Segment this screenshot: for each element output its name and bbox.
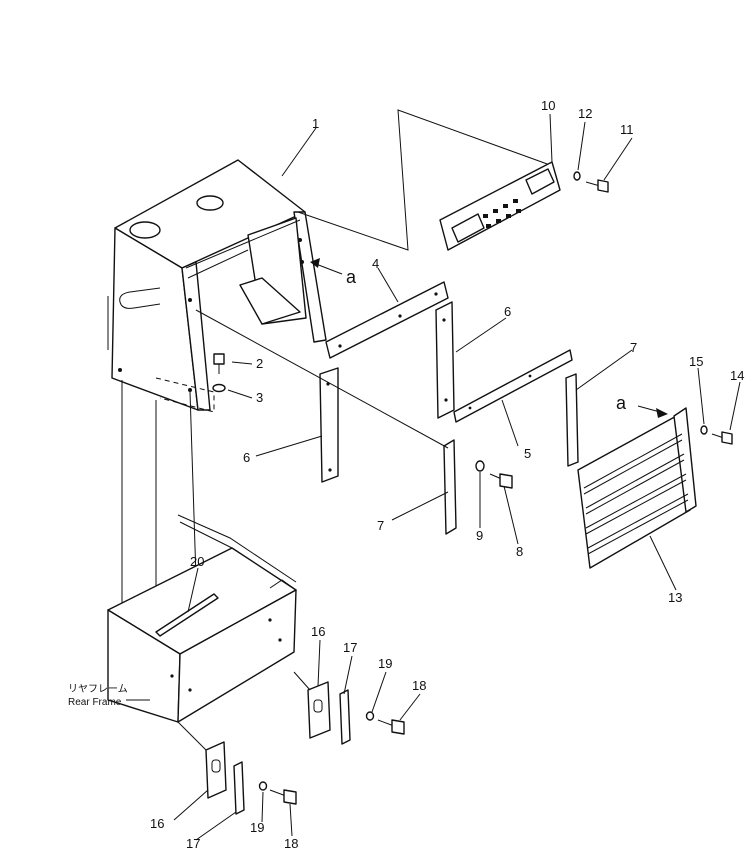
rear-frame	[107, 514, 297, 723]
part-16-slot-lower	[211, 759, 221, 773]
part-16-slot-upper	[313, 699, 323, 713]
callout-3: 3	[256, 390, 263, 405]
callout-19-upper: 19	[378, 656, 392, 671]
part-20-bar	[155, 593, 219, 637]
part-17-bracket-upper	[339, 689, 351, 745]
callout-17-upper: 17	[343, 640, 357, 655]
part-16-plate-upper	[307, 681, 331, 739]
bolt-14	[711, 431, 733, 445]
callout-11: 11	[620, 122, 634, 137]
callout-13: 13	[668, 590, 682, 605]
view-label-a-upper: a	[346, 267, 357, 287]
part-6-strip-left	[319, 367, 339, 483]
leader-lines	[173, 113, 741, 841]
view-arrow-a-upper	[310, 258, 343, 275]
callout-7-right: 7	[630, 340, 637, 355]
callout-16-lower: 16	[150, 816, 164, 831]
frame-label-jp: リヤフレーム	[68, 683, 128, 695]
hidden-line-bracket	[155, 377, 215, 413]
callout-6-right: 6	[504, 304, 511, 319]
part-16-plate-lower	[205, 741, 227, 799]
frame-label-en: Rear Frame	[68, 697, 122, 708]
guide-line-upper-set	[293, 671, 311, 691]
part-6-strip-right	[435, 301, 455, 419]
washer-9	[475, 460, 485, 472]
bolt-18-lower	[269, 789, 297, 805]
view-label-a-right: a	[616, 393, 627, 413]
guide-line-lower-set	[177, 721, 207, 751]
callout-19-lower: 19	[250, 820, 264, 835]
callout-2: 2	[256, 356, 263, 371]
washer-3	[212, 383, 226, 393]
bolt-11	[585, 179, 609, 193]
part-5-strip	[453, 349, 573, 423]
callout-5: 5	[524, 446, 531, 461]
assembly-line	[195, 309, 449, 449]
callout-18-lower: 18	[284, 836, 298, 851]
callout-4: 4	[372, 256, 379, 271]
washer-15	[700, 425, 708, 435]
callout-16-upper: 16	[311, 624, 325, 639]
callout-7-left: 7	[377, 518, 384, 533]
view-arrow-a-right	[637, 405, 668, 418]
callout-1: 1	[312, 116, 319, 131]
callout-17-lower: 17	[186, 836, 200, 851]
callout-10: 10	[541, 98, 555, 113]
callout-14: 14	[730, 368, 744, 383]
callout-18-upper: 18	[412, 678, 426, 693]
bolt-18-upper	[377, 719, 405, 735]
callout-15: 15	[689, 354, 703, 369]
callout-8: 8	[516, 544, 523, 559]
bolt-8	[489, 473, 513, 489]
part-10-panel	[439, 161, 561, 251]
part-1-enclosure	[107, 159, 327, 411]
bolt-2	[213, 353, 225, 374]
callout-9: 9	[476, 528, 483, 543]
washer-19-upper	[365, 711, 375, 721]
washer-12	[573, 171, 581, 181]
view-projection-lines	[297, 109, 551, 251]
callouts: 1 2 3 4 5 6 6 7 7 8 9 10 11 12 13 14 15 …	[150, 98, 744, 851]
callout-12: 12	[578, 106, 592, 121]
washer-19-lower	[258, 781, 268, 791]
part-7-strip-right	[565, 373, 579, 467]
callout-6-left: 6	[243, 450, 250, 465]
part-4-plate	[325, 281, 449, 359]
callout-20: 20	[190, 554, 204, 569]
part-7-strip-left	[443, 439, 457, 535]
part-17-bracket-lower	[233, 761, 245, 815]
part-13-grille	[577, 407, 697, 569]
